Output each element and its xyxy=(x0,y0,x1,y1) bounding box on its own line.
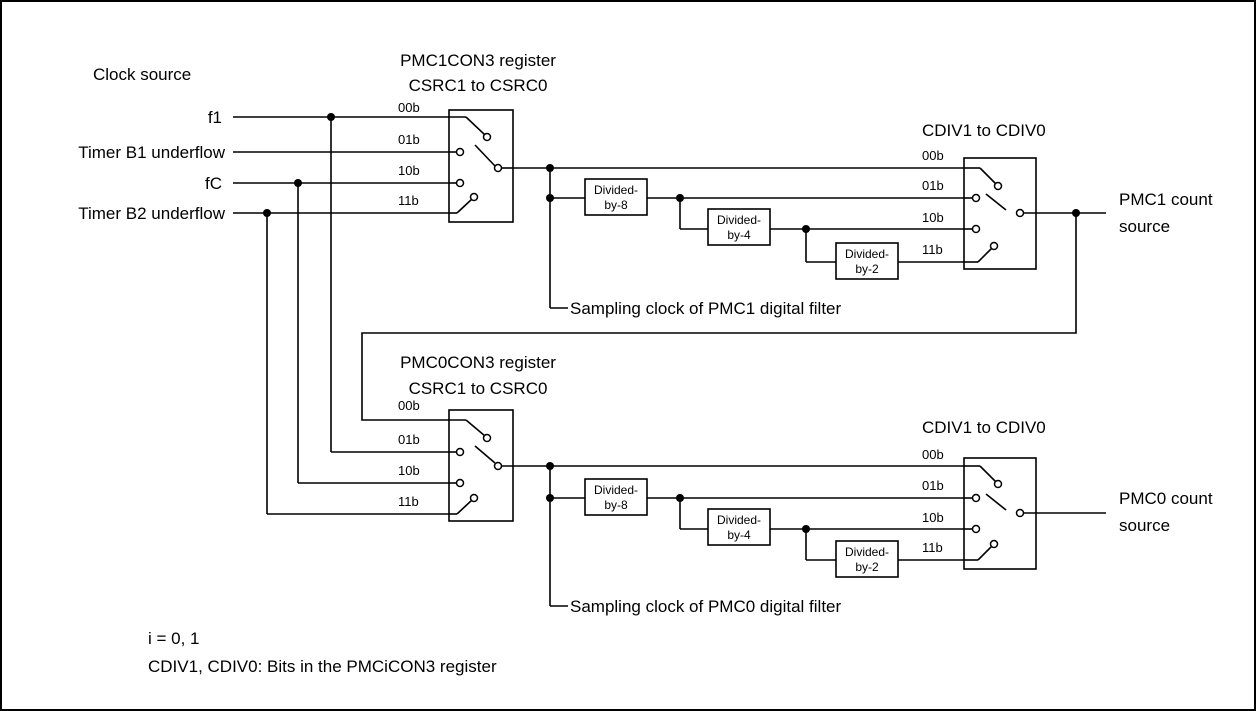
pmc0-divide-by-8 xyxy=(584,478,648,516)
contact-ring xyxy=(989,539,999,549)
cdiv-code-11b: 11b xyxy=(922,242,943,257)
selector-lead xyxy=(465,419,486,437)
contact-ring xyxy=(493,461,503,471)
pmc1-feedback-line xyxy=(361,213,1077,421)
cdiv-code-11b: 11b xyxy=(922,540,943,555)
div4-line2: by-4 xyxy=(727,228,751,242)
switch-arm xyxy=(985,193,1007,211)
code-10b: 10b xyxy=(398,163,420,178)
cdiv-code-00b: 00b xyxy=(922,447,944,462)
div2-line1: Divided- xyxy=(845,545,889,559)
switch-arm xyxy=(474,144,496,167)
clock-source-label: Clock source xyxy=(93,65,191,84)
code-11b: 11b xyxy=(398,193,419,208)
pmc1-divide-by-8 xyxy=(584,178,648,216)
pmc0-register-title: PMC0CON3 register xyxy=(400,353,556,372)
cdiv-code-01b: 01b xyxy=(922,478,944,493)
pmc1-sampling-label: Sampling clock of PMC1 digital filter xyxy=(570,299,842,318)
note-cdiv: CDIV1, CDIV0: Bits in the PMCiCON3 regis… xyxy=(148,657,497,676)
div8-line1: Divided- xyxy=(594,183,638,197)
cdiv-upper-label: CDIV1 to CDIV0 xyxy=(922,121,1046,140)
contact-ring xyxy=(455,178,465,188)
code-00b: 00b xyxy=(398,398,420,413)
input-f1-label: f1 xyxy=(208,108,222,127)
selector-lead xyxy=(456,198,473,214)
contact-ring xyxy=(971,493,981,503)
input-timer-b2-label: Timer B2 underflow xyxy=(78,204,225,223)
cdiv-code-10b: 10b xyxy=(922,510,944,525)
div8-line2: by-8 xyxy=(604,198,628,212)
cdiv-code-10b: 10b xyxy=(922,210,944,225)
contact-ring xyxy=(993,181,1003,191)
junction-dot xyxy=(546,194,554,202)
contact-ring xyxy=(1015,508,1025,518)
code-10b: 10b xyxy=(398,463,420,478)
div8-line2: by-8 xyxy=(604,498,628,512)
contact-ring xyxy=(493,163,503,173)
selector-lead xyxy=(977,545,993,561)
pmc1-register-bits: CSRC1 to CSRC0 xyxy=(409,76,548,95)
contact-ring xyxy=(482,433,492,443)
pmc0-output-label: PMC0 count xyxy=(1119,489,1213,508)
code-00b: 00b xyxy=(398,100,420,115)
cdiv-lower-label: CDIV1 to CDIV0 xyxy=(922,418,1046,437)
div2-line1: Divided- xyxy=(845,247,889,261)
contact-ring xyxy=(971,193,981,203)
selector-lead xyxy=(979,465,997,483)
contact-ring xyxy=(455,478,465,488)
contact-ring xyxy=(482,132,492,142)
contact-ring xyxy=(469,493,479,503)
contact-ring xyxy=(993,479,1003,489)
pmc0-sampling-label: Sampling clock of PMC0 digital filter xyxy=(570,597,842,616)
input-timer-b1-label: Timer B1 underflow xyxy=(78,143,225,162)
switch-arm xyxy=(474,445,496,464)
pmc1-source-selector xyxy=(448,109,514,223)
note-index: i = 0, 1 xyxy=(148,629,200,648)
selector-lead xyxy=(465,116,486,136)
div8-line1: Divided- xyxy=(594,483,638,497)
pmc1-divide-by-2 xyxy=(835,242,899,280)
div4-line1: Divided- xyxy=(717,213,761,227)
pmc0-divide-by-4 xyxy=(707,508,771,546)
code-01b: 01b xyxy=(398,132,420,147)
pmc1-output-label: PMC1 count xyxy=(1119,190,1213,209)
selector-lead xyxy=(979,167,997,185)
input-fc-label: fC xyxy=(205,174,222,193)
contact-ring xyxy=(989,241,999,251)
selector-lead xyxy=(977,247,993,263)
selector-lead xyxy=(456,499,473,515)
div2-line2: by-2 xyxy=(855,560,879,574)
div2-line2: by-2 xyxy=(855,262,879,276)
cdiv-code-00b: 00b xyxy=(922,148,944,163)
pmc1-divide-by-4 xyxy=(707,208,771,246)
pmc0-output-label-2: source xyxy=(1119,516,1170,535)
div4-line2: by-4 xyxy=(727,528,751,542)
junction-dot xyxy=(263,209,271,217)
pmc0-divide-by-2 xyxy=(835,540,899,578)
cdiv-code-01b: 01b xyxy=(922,178,944,193)
code-01b: 01b xyxy=(398,432,420,447)
contact-ring xyxy=(455,147,465,157)
contact-ring xyxy=(971,524,981,534)
junction-dot xyxy=(327,113,335,121)
pmc0-register-bits: CSRC1 to CSRC0 xyxy=(409,379,548,398)
contact-ring xyxy=(455,447,465,457)
contact-ring xyxy=(469,192,479,202)
pmc1-register-title: PMC1CON3 register xyxy=(400,51,556,70)
pmc1-output-label-2: source xyxy=(1119,217,1170,236)
code-11b: 11b xyxy=(398,494,419,509)
div4-line1: Divided- xyxy=(717,513,761,527)
junction-dot xyxy=(294,179,302,187)
contact-ring xyxy=(1015,208,1025,218)
switch-arm xyxy=(985,493,1007,511)
junction-dot xyxy=(546,494,554,502)
contact-ring xyxy=(971,224,981,234)
